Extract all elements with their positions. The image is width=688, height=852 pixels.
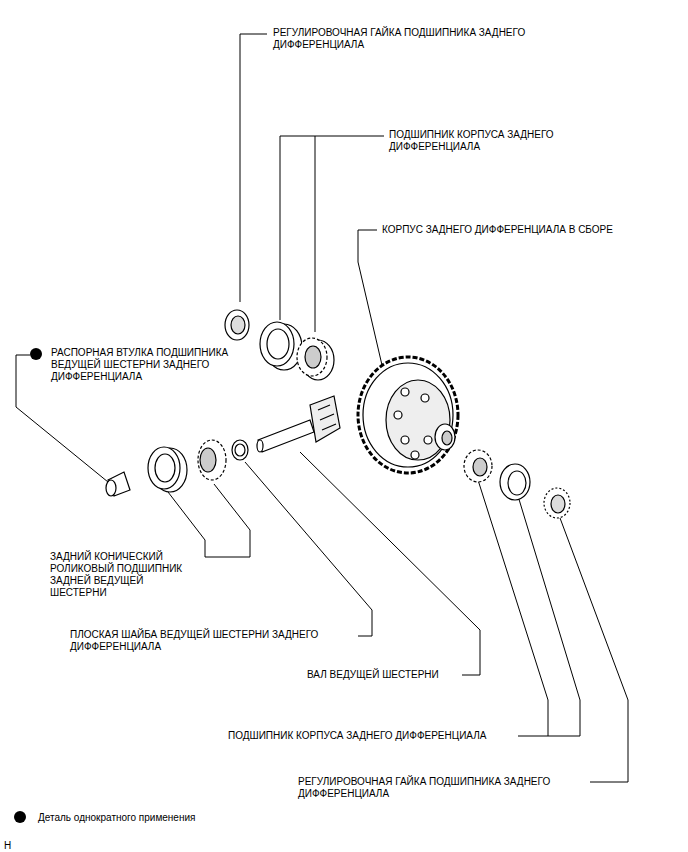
part-label: ЗАДНИЙ КОНИЧЕСКИЙ РОЛИКОВЫЙ ПОДШИПНИК ЗА… bbox=[50, 551, 200, 599]
part-label: РЕГУЛИРОВОЧНАЯ ГАЙКА ПОДШИПНИКА ЗАДНЕГО … bbox=[298, 776, 588, 800]
figure-code: H bbox=[4, 840, 24, 852]
part-label: КОРПУС ЗАДНЕГО ДИФФЕРЕНЦИАЛА В СБОРЕ bbox=[382, 224, 678, 236]
one-time-use-symbol bbox=[30, 348, 42, 360]
part-label: ВАЛ ВЕДУЩЕЙ ШЕСТЕРНИ bbox=[307, 669, 507, 681]
part-label: ПОДШИПНИК КОРПУСА ЗАДНЕГО ДИФФЕРЕНЦИАЛА bbox=[389, 129, 589, 153]
part-label: ПОДШИПНИК КОРПУСА ЗАДНЕГО ДИФФЕРЕНЦИАЛА bbox=[228, 730, 548, 742]
part-label: РАСПОРНАЯ ВТУЛКА ПОДШИПНИКА ВЕДУЩЕЙ ШЕСТ… bbox=[51, 347, 251, 383]
legend-text: Деталь однократного применения bbox=[38, 812, 195, 824]
legend-symbol bbox=[14, 811, 26, 823]
part-label: РЕГУЛИРОВОЧНАЯ ГАЙКА ПОДШИПНИКА ЗАДНЕГО … bbox=[273, 27, 563, 51]
part-label: ПЛОСКАЯ ШАЙБА ВЕДУЩЕЙ ШЕСТЕРНИ ЗАДНЕГО Д… bbox=[70, 629, 355, 653]
